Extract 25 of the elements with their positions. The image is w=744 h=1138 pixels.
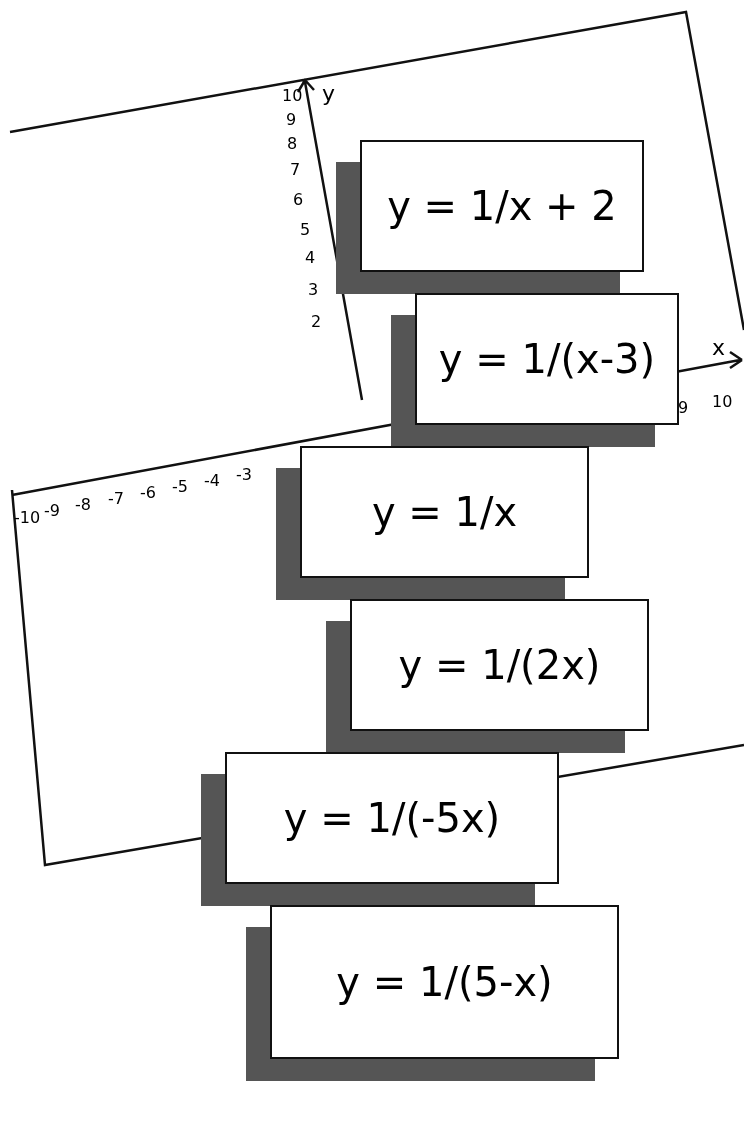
tick-label: 2 (311, 314, 322, 330)
tick-label: 6 (293, 192, 304, 208)
tick-label: 9 (678, 400, 689, 416)
tick-label: -4 (204, 473, 220, 489)
tick-label: 7 (290, 162, 301, 178)
tick-label: 3 (308, 282, 319, 298)
tick-label: 10 (282, 88, 303, 104)
tick-label: 4 (305, 250, 316, 266)
tick-label: 10 (712, 394, 733, 410)
equation-text: y = 1/(-5x) (283, 795, 501, 841)
tick-label: 5 (300, 222, 311, 238)
tick-label: -9 (44, 503, 60, 519)
axis-label: x (712, 340, 726, 356)
tick-label: 9 (286, 112, 297, 128)
equation-text: y = 1/(x-3) (438, 336, 656, 382)
equation-text: y = 1/x (371, 489, 518, 535)
tick-label: -6 (140, 485, 156, 501)
tick-label: -7 (108, 491, 124, 507)
tick-label: -3 (236, 467, 252, 483)
equation-text: y = 1/(2x) (398, 642, 601, 688)
equation-text: y = 1/(5-x) (336, 959, 553, 1005)
equation-text: y = 1/x + 2 (387, 183, 617, 229)
tick-label: -5 (172, 479, 188, 495)
tick-label: -8 (75, 497, 91, 513)
tick-label: 8 (287, 136, 298, 152)
